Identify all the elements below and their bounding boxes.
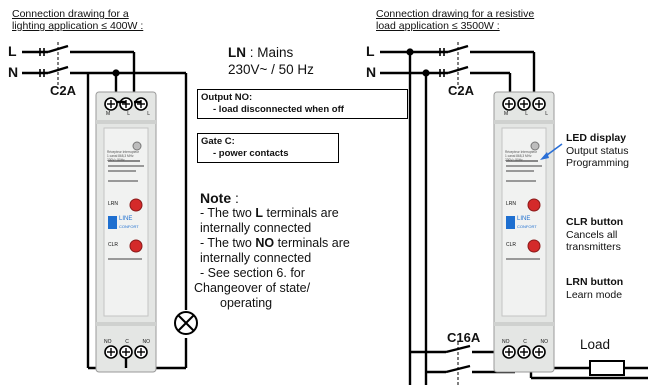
right-breaker-label: C2A <box>448 83 475 98</box>
led-pointer-arrow <box>540 143 563 160</box>
mains-bold: LN <box>228 45 246 60</box>
right-title-line2: load application ≤ 3500W : <box>376 20 500 32</box>
note-line7: operating <box>220 296 273 310</box>
gate-c-item: - power contacts <box>213 148 289 159</box>
left-bottom-terminal-labels: NO C NO <box>104 339 150 345</box>
left-title: Connection drawing for a lighting applic… <box>12 8 143 32</box>
clr-line2: transmitters <box>566 241 621 253</box>
note-line2: internally connected <box>200 221 312 235</box>
receiver-device-left <box>95 91 157 373</box>
note-block: Note : - The two L terminals are interna… <box>194 190 400 311</box>
lrn-label: LRN button Learn mode <box>566 276 623 301</box>
left-phase-label: L <box>8 43 17 59</box>
receiver-device-right <box>493 91 555 373</box>
left-brand-sub: CONFORT <box>119 224 139 229</box>
term-no2: NO <box>142 339 151 345</box>
note-line5: - See section 6. for <box>200 266 305 280</box>
right-brand-sub: CONFORT <box>517 224 537 229</box>
note-line3-c: terminals are <box>274 236 350 250</box>
left-title-line2: lighting application ≤ 400W : <box>12 20 144 32</box>
note-line1-b: L <box>255 206 263 220</box>
left-top-terminal-labels: M L L <box>106 111 150 117</box>
right-clr-text: CLR <box>506 242 517 248</box>
term-no1: NO <box>104 339 112 345</box>
right-title-line1: Connection drawing for a resistive <box>376 8 535 20</box>
note-line1-a: - The two <box>200 206 256 220</box>
left-product-text: Récepteur Interrupteur 1 canal 868,3 MHz… <box>107 150 140 162</box>
gate-c-box: Gate C: - power contacts <box>197 133 339 163</box>
mains-text: : Mains <box>246 45 294 60</box>
left-neutral-label: N <box>8 64 19 80</box>
output-no-item: - load disconnected when off <box>213 104 344 115</box>
left-lrn-text: LRN <box>108 201 119 207</box>
output-no-box: Output NO: - load disconnected when off <box>197 89 408 119</box>
mains-info: LN : Mains 230V~ / 50 Hz <box>228 44 314 78</box>
lrn-title: LRN button <box>566 276 624 288</box>
led-title: LED display <box>566 132 627 144</box>
load-label: Load <box>580 337 611 352</box>
left-breaker-label: C2A <box>50 83 77 98</box>
lrn-line1: Learn mode <box>566 288 623 301</box>
note-colon: : <box>231 190 239 206</box>
note-heading: Note <box>200 190 232 206</box>
clr-label: CLR button Cancels all transmitters <box>566 216 623 254</box>
note-line4: internally connected <box>200 251 312 265</box>
left-brand: LINE <box>119 216 133 222</box>
term-m: M <box>106 111 111 117</box>
right-phase-label: L <box>366 43 375 59</box>
left-clr-text: CLR <box>108 242 119 248</box>
output-no-title: Output NO: <box>201 92 253 103</box>
clr-title: CLR button <box>566 216 624 228</box>
clr-line1: Cancels all <box>566 228 618 241</box>
note-line3-b: NO <box>255 236 275 250</box>
right-title: Connection drawing for a resistive load … <box>376 8 534 32</box>
r-term-l1: L <box>525 111 529 117</box>
left-title-line1: Connection drawing for a <box>12 8 129 20</box>
term-l1: L <box>127 111 131 117</box>
right-neutral-label: N <box>366 64 377 80</box>
load-resistor <box>589 360 625 376</box>
right-brand: LINE <box>517 216 531 222</box>
r-term-l2: L <box>545 111 548 117</box>
led-label: LED display Output status Programming <box>566 132 629 170</box>
mains-spec: 230V~ / 50 Hz <box>228 62 314 77</box>
r-term-no1: NO <box>502 339 510 345</box>
lamp-icon <box>174 311 198 335</box>
term-l2: L <box>147 111 150 117</box>
led-line2: Programming <box>566 157 630 169</box>
term-c: C <box>125 339 129 345</box>
led-line1: Output status <box>566 144 629 157</box>
note-line1-c: terminals are <box>263 206 339 220</box>
right-lrn-text: LRN <box>506 201 517 207</box>
right-product-text: Récepteur Interrupteur 1 canal 868,3 MHz… <box>505 150 538 162</box>
r-term-c: C <box>523 339 527 345</box>
note-line6: Changeover of state/ <box>194 281 311 295</box>
right-top-terminal-labels: M L L <box>504 111 548 117</box>
right-breaker2-label: C16A <box>447 330 481 345</box>
note-line3-a: - The two <box>200 236 256 250</box>
right-bottom-terminal-labels: NO C NO <box>502 339 548 345</box>
r-term-no2: NO <box>540 339 549 345</box>
gate-c-title: Gate C: <box>201 136 235 147</box>
r-term-m: M <box>504 111 509 117</box>
